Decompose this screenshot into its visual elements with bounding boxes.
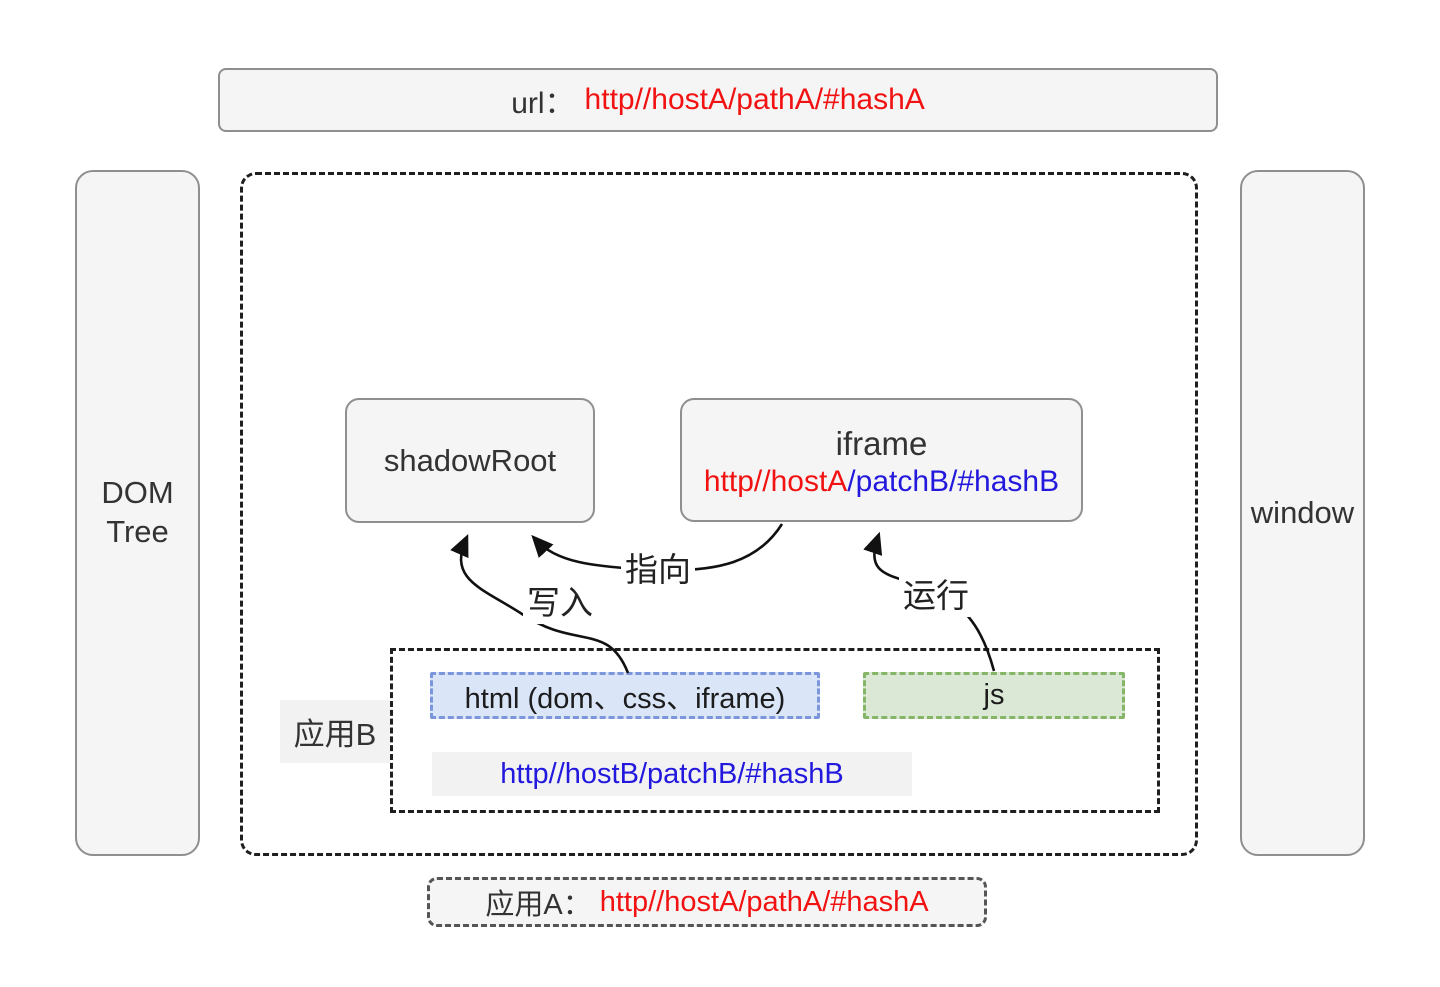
url-bar-value: http//hostA/pathA/#hashA bbox=[584, 83, 925, 116]
iframe-box: iframe http//hostA/patchB/#hashB bbox=[680, 398, 1083, 522]
main-dashed-container bbox=[240, 172, 1198, 856]
iframe-title: iframe bbox=[835, 425, 928, 462]
url-bar-prefix: url： bbox=[511, 87, 575, 120]
window-label: window bbox=[1250, 494, 1355, 530]
write-arrow-label: 写入 bbox=[523, 576, 597, 624]
point-to-arrow-label: 指向 bbox=[621, 543, 695, 591]
window-box: window bbox=[1240, 170, 1365, 856]
html-box: html (dom、css、iframe) bbox=[430, 672, 820, 719]
host-b-url: http//hostB/patchB/#hashB bbox=[500, 757, 844, 790]
js-box-label: js bbox=[983, 679, 1005, 711]
iframe-url: http//hostA/patchB/#hashB bbox=[704, 465, 1059, 499]
dom-tree-box: DOM Tree bbox=[75, 170, 200, 856]
app-a-box: 应用A： http//hostA/pathA/#hashA bbox=[427, 877, 987, 927]
app-a-url: http//hostA/pathA/#hashA bbox=[599, 885, 929, 918]
app-b-label-box: 应用B bbox=[280, 700, 390, 763]
html-box-label: html (dom、css、iframe) bbox=[464, 682, 786, 715]
url-bar: url： http//hostA/pathA/#hashA bbox=[218, 68, 1218, 132]
shadowroot-box: shadowRoot bbox=[345, 398, 595, 523]
run-arrow-label: 运行 bbox=[899, 569, 973, 617]
iframe-url-rest: /patchB/#hashB bbox=[847, 465, 1060, 498]
app-a-prefix: 应用A： bbox=[485, 889, 592, 921]
js-box: js bbox=[863, 672, 1125, 719]
app-b-dashed-container bbox=[390, 648, 1160, 813]
host-b-url-box: http//hostB/patchB/#hashB bbox=[432, 752, 912, 796]
shadowroot-label: shadowRoot bbox=[383, 442, 557, 478]
app-b-label: 应用B bbox=[293, 717, 377, 752]
dom-tree-label: DOM Tree bbox=[101, 475, 174, 549]
iframe-url-host: http//hostA bbox=[703, 465, 848, 498]
